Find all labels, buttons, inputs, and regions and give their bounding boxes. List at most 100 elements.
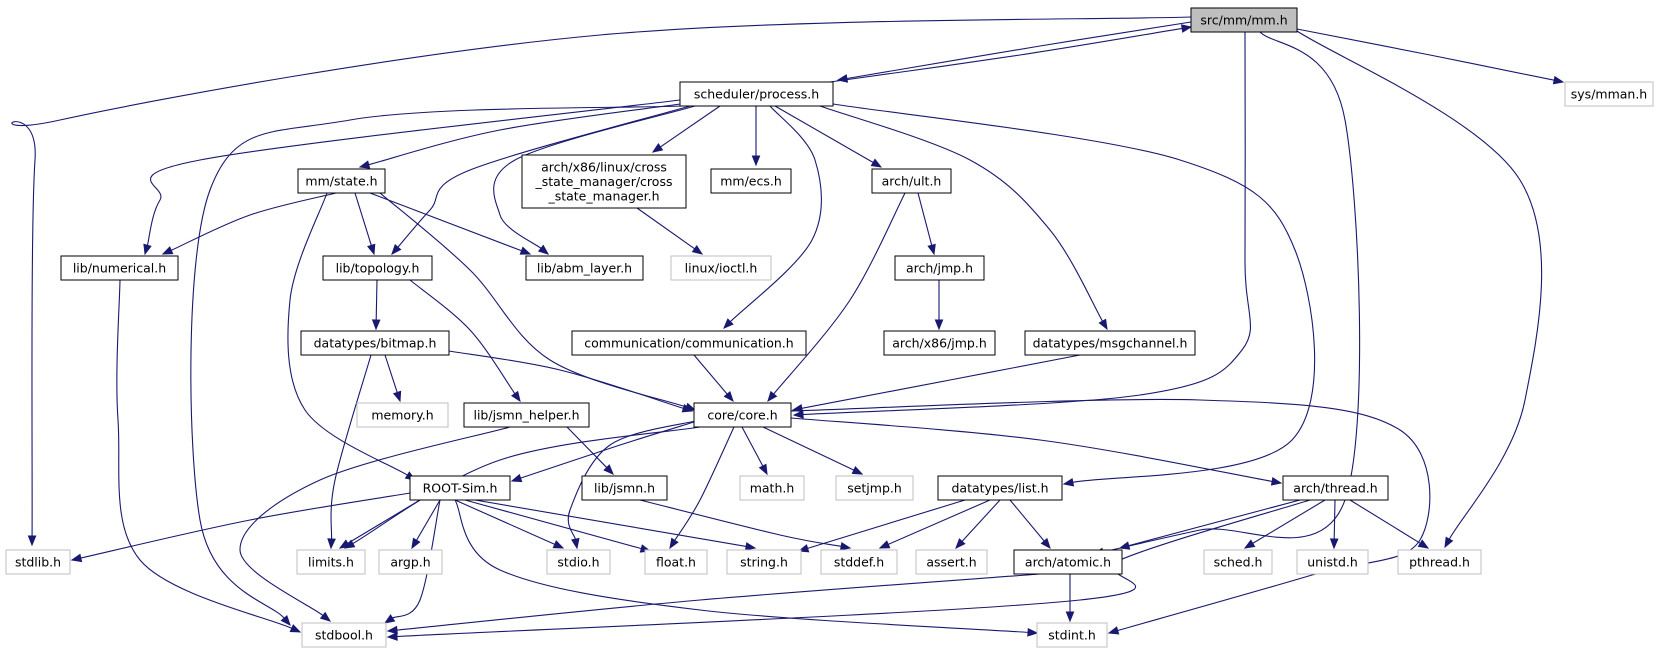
node-core[interactable]: core/core.h bbox=[693, 402, 792, 428]
node-float[interactable]: float.h bbox=[644, 549, 708, 575]
edge-line bbox=[807, 499, 966, 549]
node-stdlib[interactable]: stdlib.h bbox=[5, 549, 71, 575]
node-label: mm/state.h bbox=[305, 174, 377, 189]
edge-process-to-topology bbox=[391, 105, 691, 256]
edge-line bbox=[352, 426, 701, 545]
node-box bbox=[301, 622, 387, 648]
arrowhead bbox=[289, 624, 302, 633]
edge-topology-to-bitmap bbox=[371, 279, 381, 331]
edge-process-to-msgchannel bbox=[819, 105, 1108, 331]
edge-line bbox=[801, 354, 1081, 409]
edge-line bbox=[639, 499, 842, 547]
arrowhead bbox=[510, 390, 521, 403]
node-topology[interactable]: lib/topology.h bbox=[322, 255, 433, 281]
node-box bbox=[581, 475, 668, 501]
edge-line bbox=[448, 350, 684, 409]
node-stdint[interactable]: stdint.h bbox=[1036, 622, 1108, 648]
node-jmp[interactable]: arch/jmp.h bbox=[894, 255, 985, 281]
edge-line bbox=[454, 499, 1029, 633]
node-assert[interactable]: assert.h bbox=[915, 549, 988, 575]
node-stdbool[interactable]: stdbool.h bbox=[301, 622, 387, 648]
node-box bbox=[710, 168, 792, 194]
edges-layer bbox=[11, 16, 1565, 641]
edge-line bbox=[11, 16, 1192, 537]
node-abm[interactable]: lib/abm_layer.h bbox=[525, 255, 644, 281]
node-mm[interactable]: src/mm/mm.h bbox=[1190, 7, 1298, 33]
edge-line bbox=[790, 398, 1431, 632]
node-sched[interactable]: sched.h bbox=[1203, 549, 1273, 575]
node-box bbox=[297, 168, 386, 194]
node-box bbox=[525, 255, 644, 281]
edge-thread-to-pthread bbox=[1349, 499, 1430, 549]
node-label: math.h bbox=[750, 481, 795, 496]
edge-line bbox=[888, 499, 991, 545]
arrowhead bbox=[1270, 477, 1283, 486]
edge-line bbox=[409, 279, 516, 394]
arrowhead bbox=[161, 246, 174, 255]
node-list[interactable]: datatypes/list.h bbox=[937, 475, 1063, 501]
node-box bbox=[1282, 475, 1389, 501]
arrowhead bbox=[411, 537, 421, 550]
node-stdio[interactable]: stdio.h bbox=[546, 549, 611, 575]
arrowhead bbox=[1062, 477, 1075, 487]
edge-jsmn-to-stddef bbox=[639, 499, 852, 551]
node-thread[interactable]: arch/thread.h bbox=[1282, 475, 1389, 501]
node-argp[interactable]: argp.h bbox=[378, 549, 443, 575]
node-label: datatypes/msgchannel.h bbox=[1033, 336, 1188, 351]
node-jsmn[interactable]: lib/jsmn.h bbox=[581, 475, 668, 501]
node-label: stdbool.h bbox=[315, 628, 373, 643]
node-numerical[interactable]: lib/numerical.h bbox=[60, 255, 179, 281]
edge-line bbox=[474, 499, 747, 548]
node-process[interactable]: scheduler/process.h bbox=[679, 81, 834, 107]
edge-thread-to-stdbool bbox=[386, 499, 1311, 641]
node-jsmnhelper[interactable]: lib/jsmn_helper.h bbox=[463, 402, 590, 428]
edge-line bbox=[384, 354, 398, 393]
edge-ult-to-jmp bbox=[917, 192, 936, 256]
edge-list-to-assert bbox=[955, 499, 1001, 549]
node-label: scheduler/process.h bbox=[694, 87, 819, 102]
edge-line bbox=[729, 105, 822, 323]
node-atomic[interactable]: arch/atomic.h bbox=[1013, 549, 1123, 575]
arrowhead bbox=[1107, 626, 1120, 635]
node-msgchannel[interactable]: datatypes/msgchannel.h bbox=[1024, 330, 1196, 356]
node-label: core/core.h bbox=[707, 408, 777, 423]
node-comm[interactable]: communication/communication.h bbox=[571, 330, 807, 356]
node-string[interactable]: string.h bbox=[726, 549, 802, 575]
node-sysmman[interactable]: sys/mman.h bbox=[1564, 81, 1654, 107]
edge-line bbox=[660, 105, 721, 148]
arrowhead bbox=[371, 319, 381, 331]
node-memory[interactable]: memory.h bbox=[356, 402, 449, 428]
node-limits[interactable]: limits.h bbox=[296, 549, 366, 575]
node-setjmp[interactable]: setjmp.h bbox=[835, 475, 914, 501]
node-ult[interactable]: arch/ult.h bbox=[871, 168, 952, 194]
node-math[interactable]: math.h bbox=[739, 475, 805, 501]
edge-atomic-to-stdbool bbox=[386, 573, 1041, 635]
edge-process-to-list bbox=[832, 103, 1316, 487]
edge-line bbox=[396, 573, 1041, 631]
node-ioctl[interactable]: linux/ioctl.h bbox=[670, 255, 772, 281]
arrowhead bbox=[1180, 24, 1193, 33]
edge-line bbox=[674, 426, 735, 541]
edge-line bbox=[1296, 30, 1543, 540]
node-bitmap[interactable]: datatypes/bitmap.h bbox=[300, 330, 450, 356]
node-rootsim[interactable]: ROOT-Sim.h bbox=[409, 475, 511, 501]
edge-core-to-math bbox=[741, 426, 768, 476]
node-state[interactable]: mm/state.h bbox=[297, 168, 386, 194]
edge-line bbox=[116, 279, 293, 629]
node-unistd[interactable]: unistd.h bbox=[1296, 549, 1369, 575]
node-stddef[interactable]: stddef.h bbox=[820, 549, 898, 575]
arrowhead bbox=[751, 155, 761, 167]
node-x86jmp[interactable]: arch/x86/jmp.h bbox=[883, 330, 996, 356]
node-ecs[interactable]: mm/ecs.h bbox=[710, 168, 792, 194]
node-label: _state_manager/cross bbox=[535, 174, 673, 189]
arrowhead bbox=[1417, 539, 1430, 549]
edge-rootsim-to-string bbox=[474, 499, 757, 551]
node-box bbox=[378, 549, 443, 575]
node-pthread[interactable]: pthread.h bbox=[1397, 549, 1482, 575]
edge-bitmap-to-memory bbox=[384, 354, 402, 403]
arrowhead bbox=[691, 244, 704, 255]
edge-thread-to-atomic bbox=[1118, 499, 1301, 550]
node-cross[interactable]: arch/x86/linux/cross_state_manager/cross… bbox=[521, 154, 687, 209]
node-box bbox=[322, 255, 433, 281]
